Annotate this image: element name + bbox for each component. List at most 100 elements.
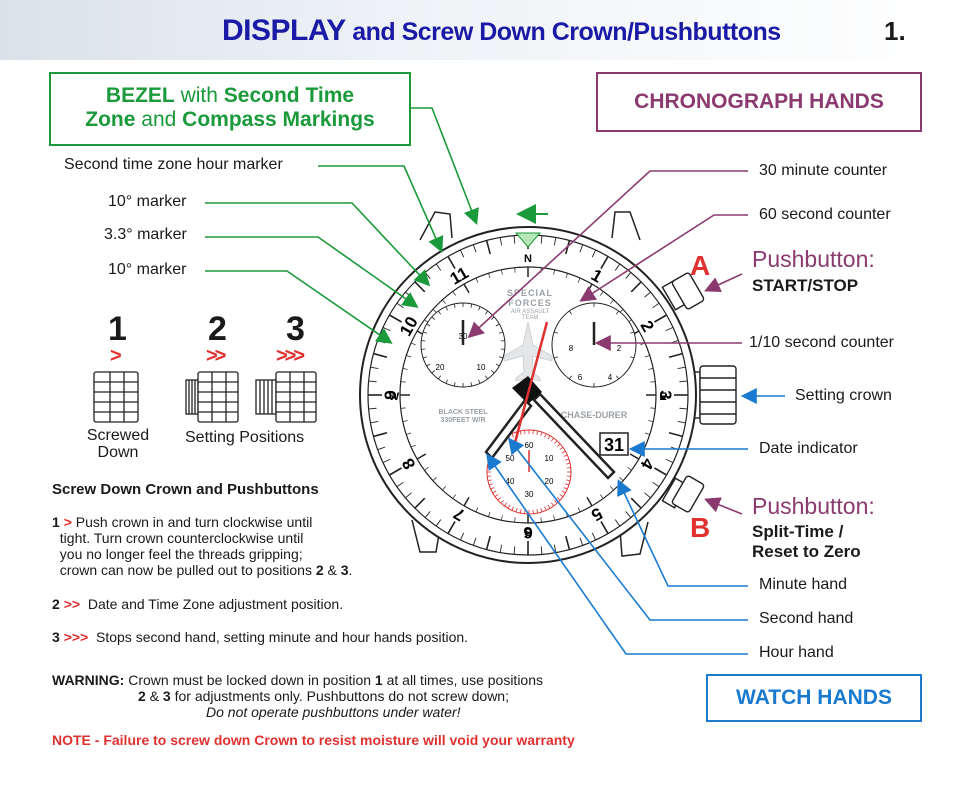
dial-tick: [565, 273, 568, 279]
subdial-tick: [507, 504, 511, 509]
bezel-tick: [459, 249, 465, 258]
subdial-tick: [499, 356, 504, 359]
subdial-tick: [556, 443, 561, 447]
instruction-1-pos-3: 3: [340, 562, 349, 578]
dial-tick: [416, 453, 427, 460]
bezel-tick: [472, 244, 477, 253]
bezel-second-time: Second Time: [223, 84, 355, 107]
logo-team: TEAM: [522, 315, 539, 321]
position-3-number: 3: [286, 310, 305, 348]
warning-pos-3: 3: [162, 688, 171, 704]
subdial-tick: [470, 382, 473, 387]
dial-tick: [600, 494, 604, 499]
position-3-chevron: >>>: [276, 345, 305, 367]
dial-tick: [514, 267, 516, 273]
label-10-marker-b: 10° marker: [108, 261, 187, 278]
subdial-tick: [544, 433, 547, 438]
subdial-bottom-50: 50: [506, 454, 515, 463]
date-window: [599, 432, 629, 456]
pushbutton-b[interactable]: [661, 475, 705, 513]
warning-line-2: for adjustments only. Pushbuttons do not…: [170, 688, 509, 704]
bezel-tick: [553, 237, 557, 246]
warranty-note: NOTE - Failure to screw down Crown to re…: [52, 732, 575, 748]
bezel-tick: [679, 407, 688, 410]
bezel-tick: [435, 519, 442, 527]
bezel-box: BEZEL with Second Time Zone and Compass …: [49, 72, 411, 146]
bezel-number: 9: [381, 390, 400, 399]
pushbutton-a[interactable]: [661, 272, 705, 311]
crown-positions-illustration: [93, 371, 317, 423]
instruction-1-pos-2: 2: [315, 562, 324, 578]
minute-hand: [532, 392, 616, 480]
dial-tick: [410, 444, 416, 448]
pushbutton-b-letter: B: [690, 512, 711, 543]
subdial-tenth-second: 8 6 4 2: [551, 302, 637, 388]
subdial-tick: [478, 306, 481, 311]
instruction-1-period: .: [348, 562, 353, 578]
dial-tick: [424, 467, 429, 471]
hands-center-cap: [512, 376, 542, 404]
dial-tick: [650, 381, 656, 383]
compass-e: E: [659, 391, 666, 403]
instruction-3-chevron: >>>: [63, 629, 89, 645]
subdial-tick: [565, 458, 570, 461]
bezel-tick: [654, 467, 667, 476]
bezel-tick: [472, 537, 477, 546]
subdial-tick: [540, 431, 543, 436]
bezel-tick: [485, 535, 491, 550]
subdial-tick: [554, 440, 558, 445]
instructions-heading: Screw Down Crown and Pushbuttons: [52, 481, 319, 498]
subdial-tick: [426, 323, 431, 327]
subdial-tick: [495, 323, 500, 327]
bezel-word: BEZEL: [105, 84, 175, 107]
label-3-3-marker: 3.3° marker: [104, 226, 187, 243]
subdial-tick: [485, 375, 489, 380]
subdial-tick: [630, 331, 635, 334]
dial-tick: [463, 283, 470, 294]
label-hour-hand: Hour hand: [759, 644, 834, 661]
subdial-left-10: 10: [477, 363, 486, 372]
subdial-tick: [511, 433, 514, 438]
bezel-tick: [447, 521, 456, 534]
bezel-tick: [435, 263, 442, 271]
dial-tick: [610, 299, 614, 304]
bezel-tick: [677, 420, 686, 424]
dial-tick: [650, 407, 656, 409]
subdial-tick: [616, 375, 620, 380]
bezel-compass: Compass Markings: [182, 108, 375, 131]
dial-tick: [452, 494, 456, 499]
subdial-bottom-10: 10: [545, 454, 554, 463]
bezel-tick: [382, 458, 391, 464]
subdial-tick: [490, 370, 495, 374]
subdial-tick: [554, 499, 558, 504]
subdial-left-20: 20: [436, 363, 445, 372]
warning-line-3: Do not operate pushbuttons under water!: [206, 704, 461, 720]
subdial-right-2: 2: [617, 344, 622, 353]
bezel-tick: [652, 481, 660, 488]
subdial-tick: [551, 502, 555, 507]
purple-leaders: [467, 170, 748, 515]
subdial-tick: [485, 310, 489, 315]
subdial-tick: [568, 375, 572, 380]
bezel-tick: [540, 235, 543, 244]
label-setting-positions: Setting Positions: [185, 429, 305, 446]
subdial-tick: [515, 508, 518, 513]
subdial-tick: [553, 331, 558, 334]
bezel-tick: [377, 446, 386, 451]
subdial-tick: [566, 479, 571, 482]
bezel-tick: [389, 314, 402, 323]
bezel-tick: [614, 519, 621, 527]
instruction-3-number: 3: [52, 629, 60, 645]
bezel-tick: [540, 546, 543, 555]
bezel-zone: Zone: [85, 108, 136, 131]
dial-tick: [600, 291, 604, 296]
pushbutton-b-heading: Pushbutton:: [752, 493, 875, 519]
subdial-tick: [495, 363, 500, 367]
logo-forces: FORCES: [508, 298, 552, 308]
bezel-tick: [579, 244, 584, 253]
dial-tick: [432, 309, 437, 313]
warning-text: WARNING: Crown must be locked down in po…: [52, 672, 543, 720]
dial-tick: [501, 269, 503, 275]
label-minute-hand: Minute hand: [759, 576, 848, 593]
logo-air-assault: AIR ASSAULT: [511, 309, 550, 315]
